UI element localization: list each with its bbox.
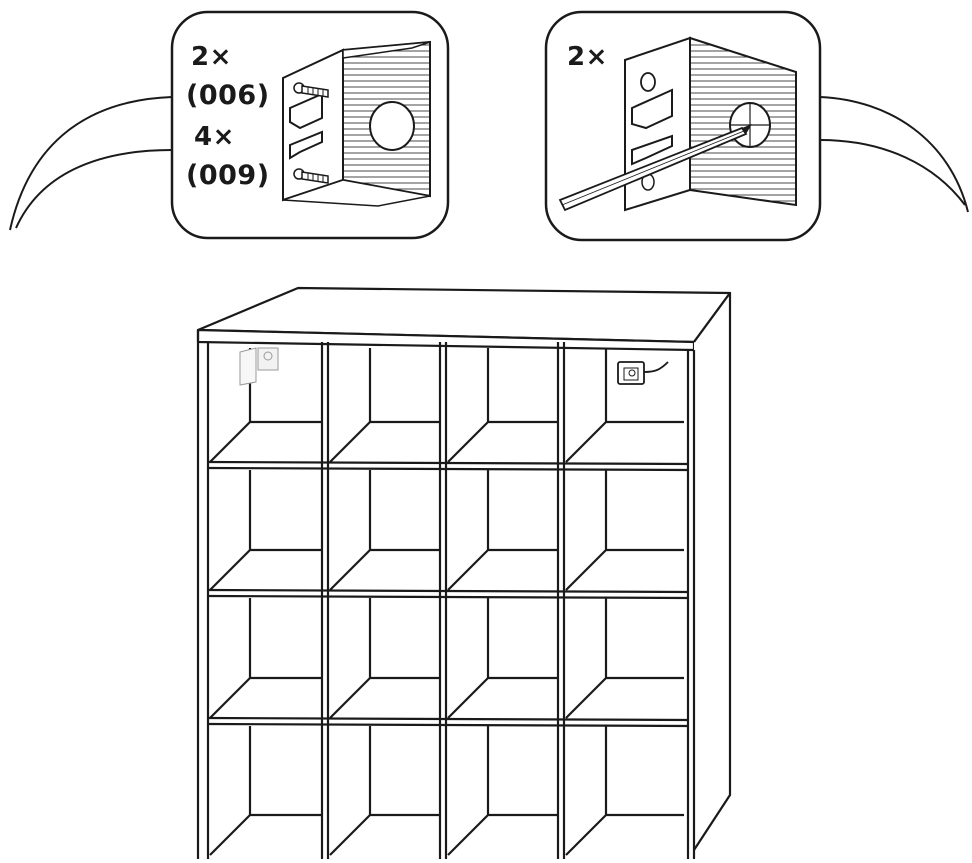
- cube-back-wall: [209, 470, 322, 591]
- angle-bracket-icon: [624, 36, 797, 212]
- shelf-board: [207, 722, 689, 728]
- left-leader-curve-inner: [15, 149, 173, 229]
- cube-back-wall: [565, 348, 684, 463]
- shelf-board: [207, 466, 689, 472]
- cube-back-wall: [209, 726, 322, 856]
- part-009-label: (009): [186, 160, 270, 191]
- right-leader-curve-inner: [819, 139, 966, 206]
- cube-back-wall: [329, 726, 440, 856]
- cube-back-wall: [565, 598, 684, 719]
- shelf-board: [207, 716, 689, 722]
- cube-back-wall: [447, 726, 558, 856]
- cube-shelf-unit: [196, 286, 732, 859]
- left-leader-curve: [9, 96, 173, 231]
- part-006-label: (006): [186, 80, 270, 111]
- screw-icon: [293, 82, 329, 98]
- qty-009-label: 4×: [194, 122, 235, 152]
- cube-back-wall: [447, 348, 558, 463]
- wall-plug-icon: [617, 361, 669, 385]
- shelf-board: [207, 594, 689, 600]
- cube-back-wall: [447, 470, 558, 591]
- cube-back-wall: [565, 726, 684, 856]
- cube-back-wall: [329, 470, 440, 591]
- right-leader-curve: [819, 96, 969, 213]
- screw-icon: [293, 168, 329, 184]
- bracket-position-marker: [239, 347, 279, 386]
- shelf-compartments: [207, 342, 689, 859]
- pencil-icon: [558, 124, 752, 212]
- cube-back-wall: [447, 598, 558, 719]
- cube-back-wall: [565, 470, 684, 591]
- qty-right-label: 2×: [567, 42, 608, 72]
- qty-006-label: 2×: [191, 42, 232, 72]
- cube-back-wall: [209, 598, 322, 719]
- shelf-board: [207, 588, 689, 594]
- cube-back-wall: [329, 348, 440, 463]
- shelf-board: [207, 460, 689, 466]
- cube-back-wall: [329, 598, 440, 719]
